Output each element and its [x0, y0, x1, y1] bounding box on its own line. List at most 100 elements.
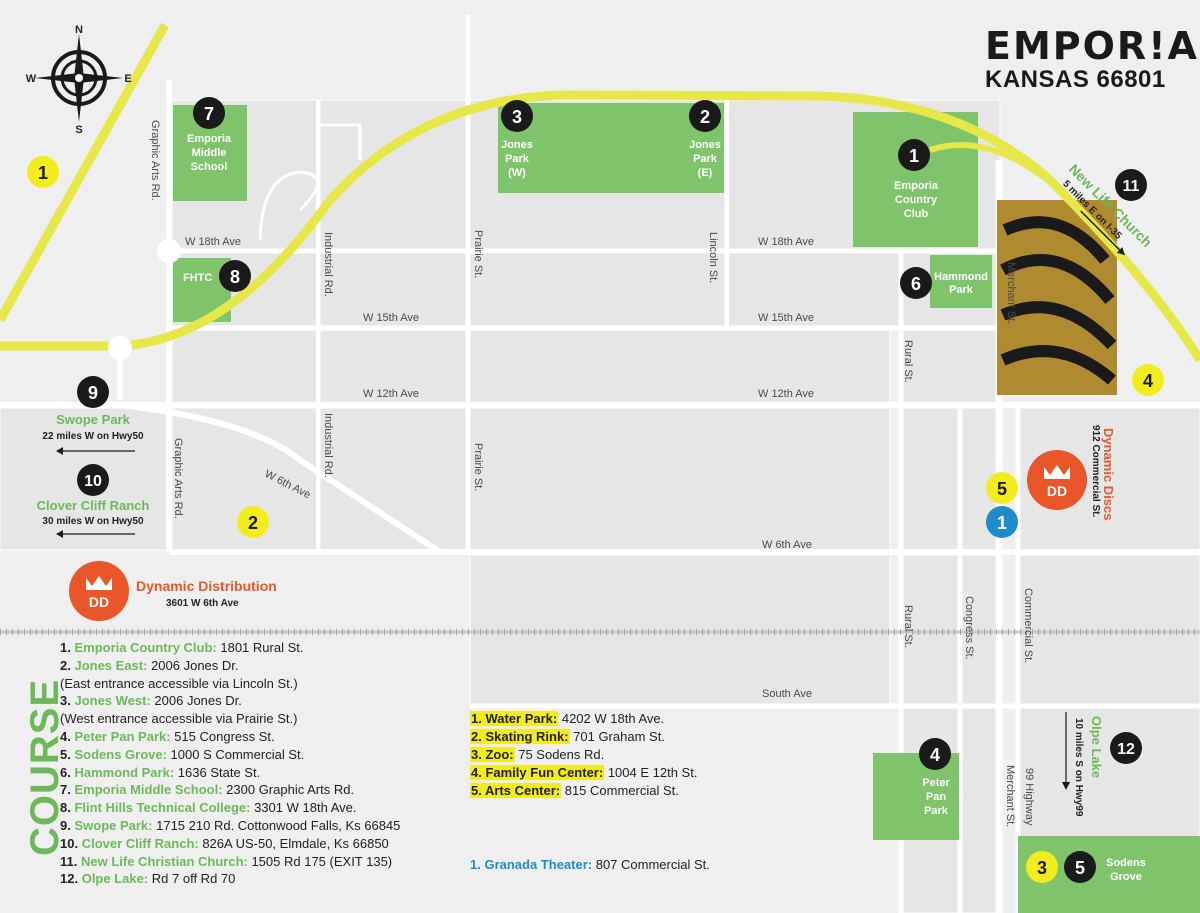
course-legend-item: 10. Clover Cliff Ranch: 826A US-50, Elmd…	[60, 835, 480, 853]
compass-s: S	[75, 124, 82, 136]
block	[961, 707, 998, 913]
course-marker-1-num: 1	[909, 146, 919, 166]
course-legend-item: (West entrance accessible via Prairie St…	[60, 710, 480, 728]
attraction-marker-5-num: 5	[997, 479, 1007, 499]
olpe-title: Olpe Lake	[1089, 716, 1104, 778]
attraction-legend-item: 3. Zoo: 75 Sodens Rd.	[470, 746, 810, 764]
course-legend-address: 1801 Rural St.	[216, 640, 304, 655]
block	[1019, 707, 1200, 839]
theater-marker-1[interactable]: 1	[986, 506, 1018, 538]
course-marker-3[interactable]: 3	[501, 100, 533, 132]
course-legend-name[interactable]: Emporia Middle School:	[74, 782, 223, 798]
park-label-jones-e-1: Jones	[689, 139, 721, 151]
attraction-legend-name[interactable]: 4. Family Fun Center:	[470, 765, 605, 780]
course-marker-12[interactable]: 12	[1110, 732, 1142, 764]
course-legend-address: 1636 State St.	[174, 764, 261, 780]
brand-block: EMPOR!A KANSAS 66801	[985, 26, 1197, 94]
block	[469, 407, 891, 551]
course-legend-name[interactable]: Hammond Park:	[74, 764, 175, 780]
park-labels: Emporia Middle School Jones Park (W) Jon…	[183, 133, 1146, 883]
clover-sub: 30 miles W on Hwy50	[42, 516, 144, 527]
w6th-diagonal	[0, 402, 442, 555]
street-label-graphic-arts-top: Graphic Arts Rd.	[149, 120, 161, 201]
attraction-legend-name[interactable]: 2. Skating Rink:	[470, 729, 570, 744]
park-country-club[interactable]	[853, 112, 978, 247]
block	[319, 329, 891, 404]
course-marker-5[interactable]: 5	[1064, 851, 1096, 883]
street-label-industrial-bottom: Industrial Rd.	[322, 413, 334, 478]
course-legend-number: 8.	[60, 800, 71, 816]
attraction-legend-name[interactable]: 1. Water Park:	[470, 711, 559, 726]
course-legend-name[interactable]: Sodens Grove:	[74, 746, 167, 762]
course-legend-name[interactable]: Olpe Lake:	[81, 871, 149, 887]
course-legend-name[interactable]: Swope Park:	[74, 817, 153, 833]
courses-heading: COURSES	[23, 680, 67, 856]
attraction-legend-address: 815 Commercial St.	[561, 783, 679, 798]
course-marker-6[interactable]: 6	[900, 267, 932, 299]
olpe-arrowhead	[1062, 782, 1070, 790]
street-label-w15-left: W 15th Ave	[363, 312, 419, 324]
street-label-merchant-bottom: Merchant St.	[1004, 765, 1016, 827]
course-legend-item: 12. Olpe Lake: Rd 7 off Rd 70	[60, 870, 480, 888]
course-marker-9[interactable]: 9	[77, 376, 109, 408]
park-label-fhtc: FHTC	[183, 272, 212, 284]
course-marker-12-num: 12	[1117, 741, 1135, 758]
course-legend-item: 3. Jones West: 2006 Jones Dr.	[60, 692, 480, 710]
course-legend-number: 5.	[60, 746, 71, 762]
course-legend-address: 826A US-50, Elmdale, Ks 66850	[198, 835, 389, 851]
attraction-legend-name[interactable]: 5. Arts Center:	[470, 783, 562, 798]
highway-ramp	[929, 142, 1062, 193]
course-legend-number: 4.	[60, 728, 71, 744]
course-legend-name[interactable]: Clover Cliff Ranch:	[81, 835, 199, 851]
attraction-legend-item: 1. Water Park: 4202 W 18th Ave.	[470, 710, 810, 728]
dyn-dist-title: Dynamic Distribution	[136, 578, 277, 594]
roundabout	[157, 239, 181, 263]
course-legend-address: 2300 Graphic Arts Rd.	[222, 782, 355, 798]
course-legend-name[interactable]: Jones West:	[74, 693, 151, 709]
park-label-cc-2: Country	[895, 194, 938, 206]
course-marker-10[interactable]: 10	[77, 464, 109, 496]
park-peter-pan[interactable]	[873, 753, 959, 840]
compass-n: N	[75, 24, 83, 36]
course-legend-name[interactable]: Peter Pan Park:	[74, 728, 171, 744]
course-legend-item: 8. Flint Hills Technical College: 3301 W…	[60, 799, 480, 817]
attraction-legend-name[interactable]: 3. Zoo:	[470, 747, 515, 762]
park-hammond[interactable]	[930, 255, 992, 308]
course-marker-11[interactable]: 11	[1115, 169, 1147, 201]
attraction-marker-4[interactable]: 4	[1132, 364, 1164, 396]
block	[902, 407, 959, 551]
course-legend-name[interactable]: New Life Christian Church:	[80, 853, 248, 869]
attraction-marker-2[interactable]: 2	[237, 506, 269, 538]
course-legend-address: 1715 210 Rd. Cottonwood Falls, Ks 66845	[152, 817, 401, 833]
park-label-sodens-1: Sodens	[1106, 857, 1146, 869]
attraction-marker-4-num: 4	[1143, 371, 1153, 391]
street-label-w12-left: W 12th Ave	[363, 388, 419, 400]
course-marker-1[interactable]: 1	[898, 139, 930, 171]
block	[171, 329, 318, 404]
street-label-merchant-top: Merchant St.	[1005, 262, 1017, 324]
park-jones[interactable]	[498, 103, 724, 193]
course-legend-number: 12.	[60, 871, 79, 887]
course-marker-4[interactable]: 4	[919, 738, 951, 770]
course-legend-name[interactable]: Flint Hills Technical College:	[74, 800, 251, 816]
course-marker-8-num: 8	[230, 267, 240, 287]
attraction-legend-item: 5. Arts Center: 815 Commercial St.	[470, 782, 810, 800]
course-legend-number: 6.	[60, 764, 71, 780]
course-marker-2[interactable]: 2	[689, 100, 721, 132]
highway-i35	[0, 90, 1200, 363]
clover-arrowhead	[56, 530, 63, 538]
course-legend-name[interactable]: Emporia Country Club:	[74, 640, 217, 655]
theater-legend: 1. Granada Theater: 807 Commercial St.	[470, 857, 710, 872]
attraction-marker-1[interactable]: 1	[27, 156, 59, 188]
course-marker-7[interactable]: 7	[193, 97, 225, 129]
attraction-marker-3[interactable]: 3	[1026, 851, 1058, 883]
course-legend-name[interactable]: Jones East:	[74, 657, 148, 673]
park-label-jones-e-3: (E)	[698, 167, 713, 179]
attraction-marker-5[interactable]: 5	[986, 472, 1018, 504]
course-marker-9-num: 9	[88, 383, 98, 403]
parks	[173, 103, 1200, 913]
theater-address: 807 Commercial St.	[592, 857, 710, 872]
compass-center	[75, 74, 83, 82]
course-marker-8[interactable]: 8	[219, 260, 251, 292]
course-legend-number: 10.	[60, 835, 79, 851]
